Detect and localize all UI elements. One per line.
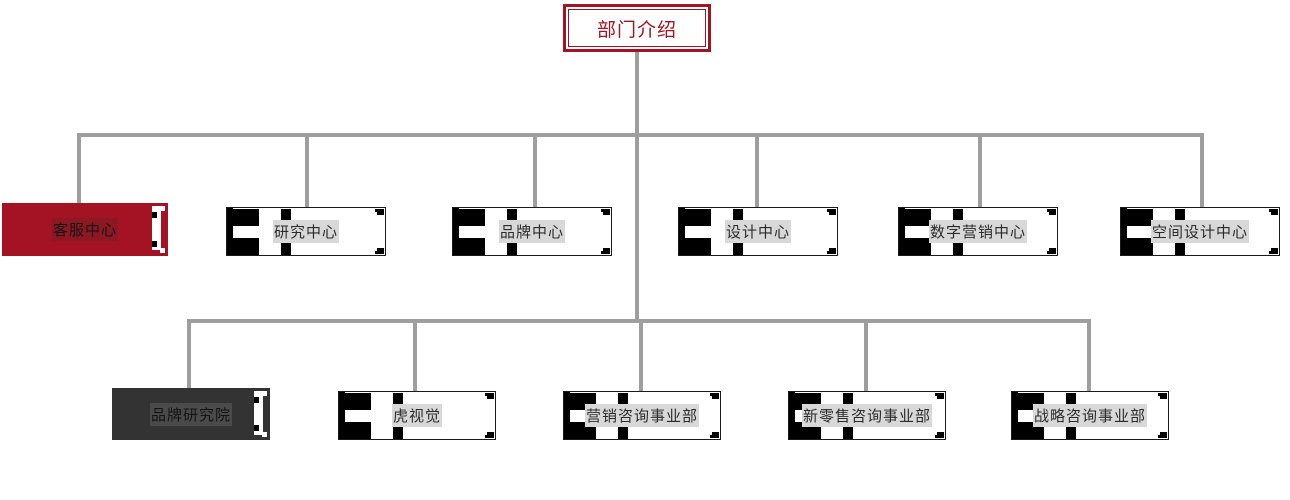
node-label: 营销咨询事业部 (585, 405, 698, 426)
node-label: 设计中心 (725, 221, 790, 242)
node-label: 空间设计中心 (1151, 221, 1248, 242)
node-brand-research-institute[interactable]: 品牌研究院 (112, 388, 270, 440)
node-label: 研究中心 (273, 221, 338, 242)
node-label: 数字营销中心 (929, 221, 1026, 242)
connector-drop-l2-4 (755, 133, 759, 209)
root-node-inner-border: 部门介绍 (568, 9, 706, 47)
node-customer-service-center[interactable]: 客服中心 (2, 203, 168, 256)
connector-drop-l2-5 (978, 133, 982, 209)
node-brand-center[interactable]: 品牌中心 (452, 207, 612, 256)
connector-level2-bus (77, 133, 1204, 137)
node-tiger-vision[interactable]: 虎视觉 (338, 391, 496, 440)
connector-drop-l3-3 (639, 319, 643, 391)
root-node-label: 部门介绍 (596, 18, 677, 41)
node-digital-marketing-center[interactable]: 数字营销中心 (898, 207, 1058, 256)
node-research-center[interactable]: 研究中心 (226, 207, 386, 256)
node-strategy-consulting-division[interactable]: 战略咨询事业部 (1011, 391, 1169, 440)
node-label: 客服中心 (52, 219, 117, 240)
connector-drop-l2-6 (1200, 133, 1204, 209)
connector-center-stem-to-level3 (635, 133, 639, 322)
node-label: 品牌中心 (499, 221, 564, 242)
root-node-department-intro[interactable]: 部门介绍 (563, 4, 711, 52)
connector-drop-l3-4 (864, 319, 868, 391)
connector-drop-l3-1 (187, 319, 191, 391)
node-label: 虎视觉 (392, 405, 441, 426)
node-label: 战略咨询事业部 (1033, 405, 1146, 426)
node-new-retail-consulting-division[interactable]: 新零售咨询事业部 (788, 391, 946, 440)
connector-drop-l2-1 (77, 133, 81, 209)
connector-drop-l3-5 (1087, 319, 1091, 391)
connector-drop-l2-3 (533, 133, 537, 209)
node-label: 品牌研究院 (150, 403, 231, 425)
connector-drop-l2-2 (305, 133, 309, 209)
connector-root-stem (635, 52, 639, 135)
node-design-center[interactable]: 设计中心 (678, 207, 838, 256)
node-space-design-center[interactable]: 空间设计中心 (1120, 207, 1280, 256)
node-marketing-consulting-division[interactable]: 营销咨询事业部 (563, 391, 721, 440)
node-label: 新零售咨询事业部 (802, 405, 931, 426)
connector-drop-l3-2 (413, 319, 417, 391)
